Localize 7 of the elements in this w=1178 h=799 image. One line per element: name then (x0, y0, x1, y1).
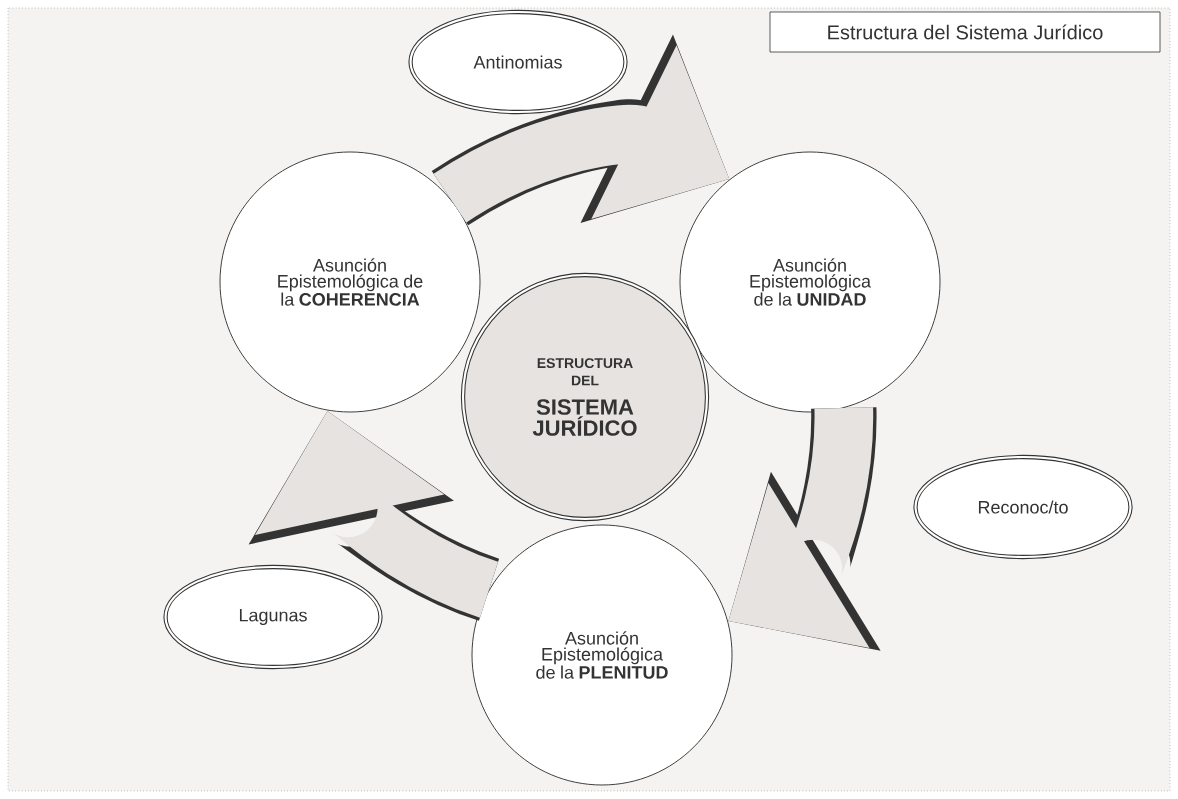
title-box: Estructura del Sistema Jurídico (769, 11, 1161, 53)
ellipse-node: Antinomias (408, 9, 628, 115)
circle-node: Asunción Epistemológica de la PLENITUD (471, 524, 733, 786)
ellipse-node: Reconoc/to (913, 454, 1133, 560)
circle-node: Asunción Epistemológica de la COHERENCIA (219, 151, 481, 413)
circle-node: Asunción Epistemológica de la UNIDAD (679, 151, 941, 413)
ellipse-node: Lagunas (163, 564, 383, 670)
